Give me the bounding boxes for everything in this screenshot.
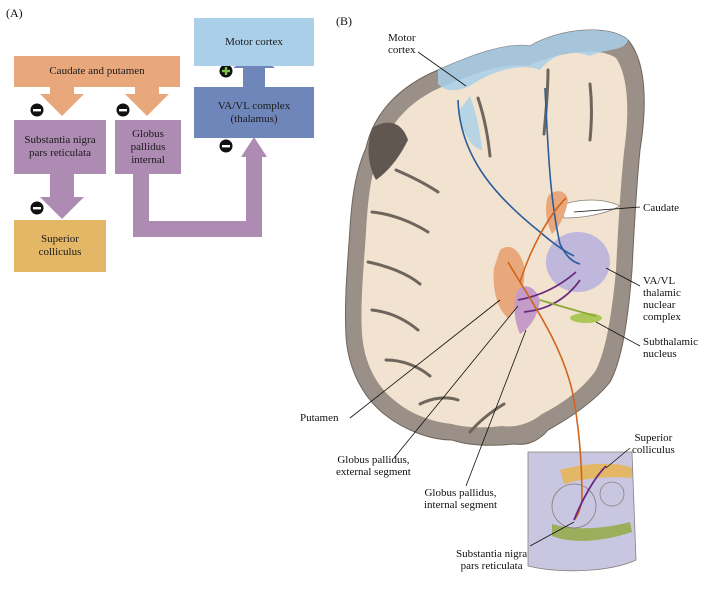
label-superior-colliculus: Superior colliculus: [632, 432, 675, 456]
globus-pallidus-region: [514, 286, 540, 334]
box-globus-pallidus-internal: Globus pallidus internal: [115, 120, 181, 174]
box-caudate-putamen: Caudate and putamen: [14, 56, 180, 87]
pathway-orange-1: [519, 197, 567, 283]
arrow-head-gpi-vavl: [241, 137, 267, 157]
box-va-vl-complex: VA/VL complex (thalamus): [194, 87, 314, 138]
label-subthalamic-nucleus: Subthalamic nucleus: [643, 336, 698, 360]
arrow-shaft-snr-sc: [50, 174, 74, 198]
motor-cortex-region: [438, 29, 628, 91]
plus-icon-vavl-mc: [219, 64, 233, 78]
pathway-green-1: [539, 299, 597, 317]
sulci: [366, 68, 593, 434]
ventricle: [559, 199, 621, 219]
pathway-purple-1: [517, 271, 577, 301]
pathway-blue-2: [544, 87, 581, 265]
pathway-purple-3: [573, 465, 607, 521]
midbrain-section: [527, 451, 637, 572]
snr-region: [552, 522, 632, 541]
panel-a-tag: (A): [6, 6, 23, 20]
arrow-shaft-gpi-vavl: [133, 154, 262, 237]
label-va-vl-complex: VA/VL thalamic nuclear complex: [643, 275, 681, 323]
minus-icon-snr-sc: [30, 201, 44, 215]
subthalamic-region: [570, 313, 602, 323]
minus-icon-cp-gpi: [116, 103, 130, 117]
arrow-head-snr-sc: [40, 197, 84, 219]
label-globus-pallidus-external: Globus pallidus, external segment: [336, 454, 411, 478]
white-matter: [361, 51, 628, 428]
dark-region: [368, 122, 408, 180]
arrow-shaft-vavl-mc: [243, 66, 265, 88]
label-caudate: Caudate: [643, 202, 680, 214]
arrow-shaft-cp-snr: [50, 84, 74, 94]
label-globus-pallidus-internal: Globus pallidus, internal segment: [424, 487, 498, 511]
minus-icon-gpi-vavl: [219, 139, 233, 153]
panel-b-tag: (B): [336, 14, 352, 28]
label-putamen: Putamen: [300, 412, 339, 424]
superior-colliculus-region: [560, 463, 632, 484]
minus-icon-cp-snr: [30, 103, 44, 117]
box-motor-cortex: Motor cortex: [194, 18, 314, 66]
arrow-head-cp-gpi: [125, 94, 169, 116]
box-substantia-nigra: Substantia nigra pars reticulata: [14, 120, 106, 174]
leader-lines: [349, 51, 641, 547]
pathway-purple-2: [523, 279, 581, 313]
label-substantia-nigra: Substantia nigra pars reticulata: [456, 548, 528, 572]
box-superior-colliculus: Superior colliculus: [14, 220, 106, 272]
arrow-head-cp-snr: [40, 94, 84, 116]
arrow-shaft-cp-gpi: [135, 84, 159, 94]
pathway-orange-2: [507, 261, 583, 521]
label-motor-cortex: Motor cortex: [388, 32, 416, 56]
